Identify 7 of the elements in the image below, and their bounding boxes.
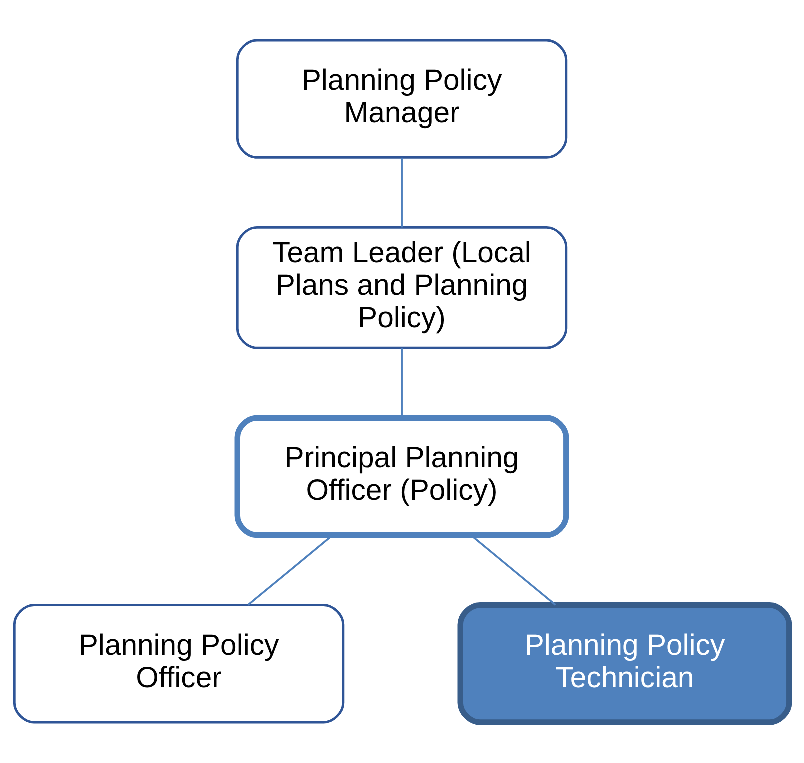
node-box: Principal Planning Officer (Policy): [234, 415, 570, 538]
node-box: Planning Policy Manager: [236, 39, 568, 159]
node-box: Planning Policy Officer: [13, 604, 345, 724]
node-box: Planning Policy Technician: [458, 602, 792, 726]
node-box: Team Leader (Local Plans and Planning Policy): [236, 226, 568, 350]
connector: [401, 158, 403, 228]
connector: [401, 348, 403, 418]
